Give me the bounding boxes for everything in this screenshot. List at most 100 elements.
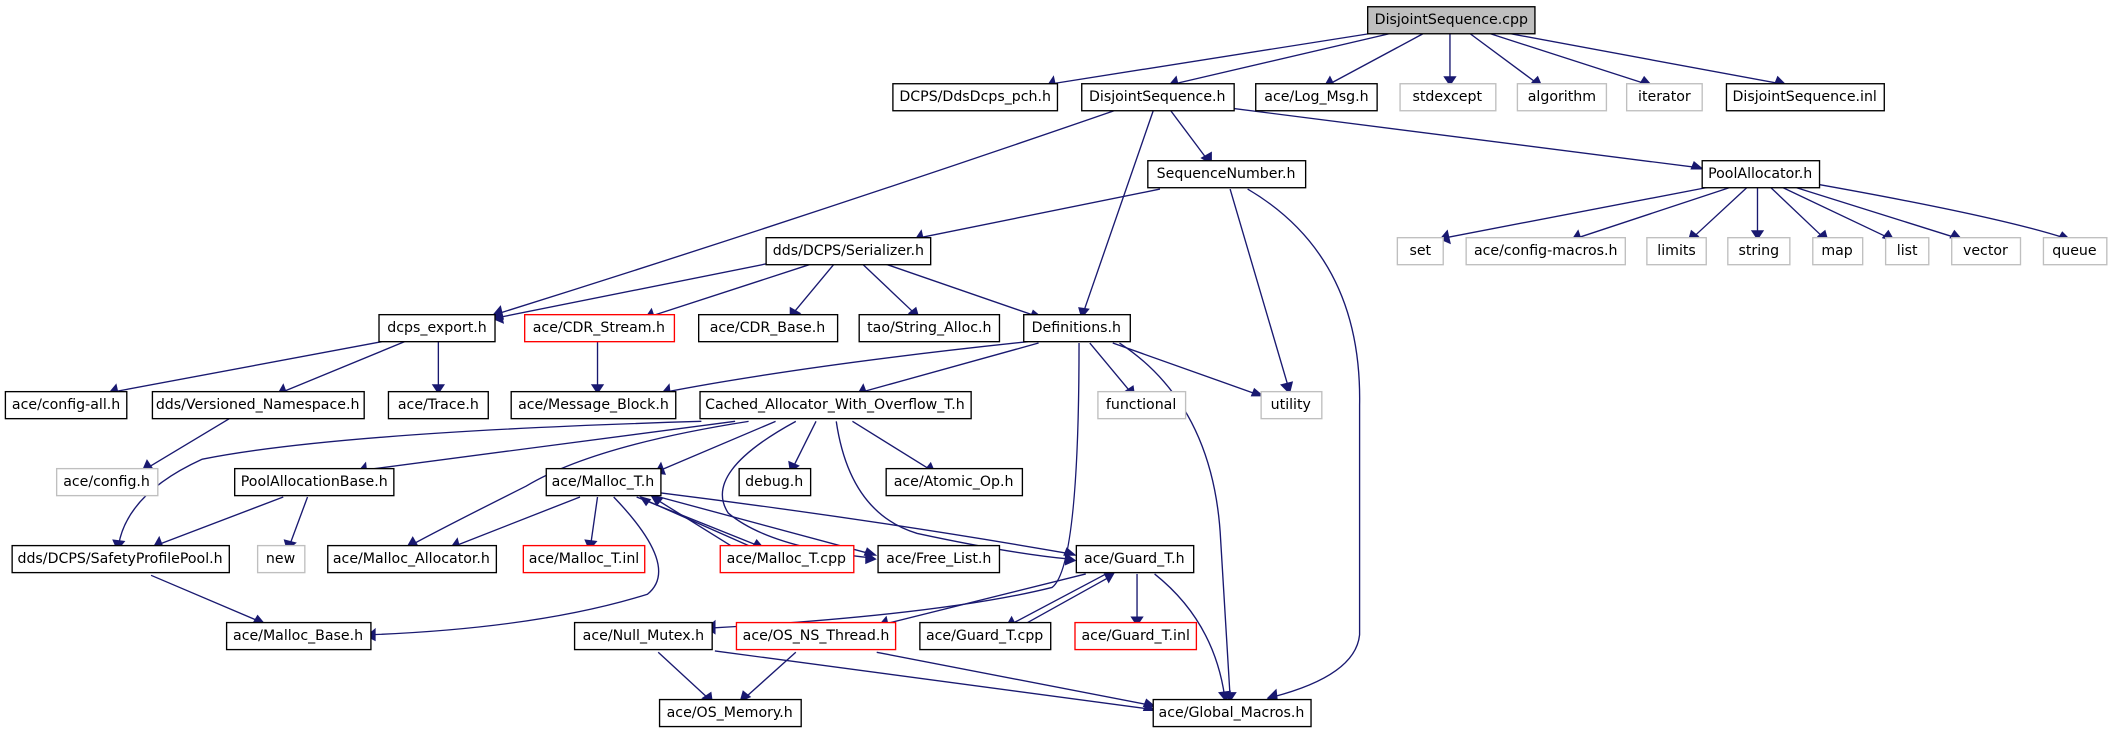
svg-text:limits: limits bbox=[1657, 243, 1695, 259]
svg-text:iterator: iterator bbox=[1638, 89, 1691, 105]
edge-poolalloc-cfgmacros bbox=[1571, 187, 1730, 245]
node-definitions-h[interactable]: Definitions.h bbox=[1023, 313, 1131, 343]
svg-text:ace/Atomic_Op.h: ace/Atomic_Op.h bbox=[894, 474, 1014, 490]
edge-malloctcpp-malloct-2 bbox=[650, 494, 736, 549]
node-queue[interactable]: queue bbox=[2042, 237, 2108, 266]
edge-definitions-utility bbox=[1112, 342, 1265, 397]
edge-poolalloc-queue bbox=[1814, 183, 2071, 240]
edge-cachedalloc-poolallocbase bbox=[357, 420, 736, 477]
svg-text:vector: vector bbox=[1963, 243, 2008, 259]
node-utility[interactable]: utility bbox=[1260, 390, 1323, 420]
node-malloc-t-cpp[interactable]: ace/Malloc_T.cpp bbox=[719, 544, 855, 574]
svg-text:ace/Malloc_T.h: ace/Malloc_T.h bbox=[552, 474, 655, 490]
node-sequencenumber-h[interactable]: SequenceNumber.h bbox=[1147, 160, 1307, 189]
node-os-ns-thread-h[interactable]: ace/OS_NS_Thread.h bbox=[735, 621, 897, 651]
node-config-macros[interactable]: ace/config-macros.h bbox=[1465, 237, 1626, 266]
node-cdr-stream-h[interactable]: ace/CDR_Stream.h bbox=[524, 313, 676, 343]
node-stdexcept[interactable]: stdexcept bbox=[1399, 83, 1497, 112]
svg-text:functional: functional bbox=[1106, 397, 1176, 413]
node-malloc-t-inl[interactable]: ace/Malloc_T.inl bbox=[522, 544, 646, 574]
node-string[interactable]: string bbox=[1727, 237, 1791, 266]
svg-text:ace/CDR_Stream.h: ace/CDR_Stream.h bbox=[533, 320, 665, 336]
node-dcps-export-h[interactable]: dcps_export.h bbox=[378, 313, 496, 343]
edge-poolallocbase-new bbox=[283, 496, 309, 551]
node-set[interactable]: set bbox=[1396, 237, 1444, 266]
edge-seqnum-serializer bbox=[914, 188, 1161, 245]
node-config-all-h[interactable]: ace/config-all.h bbox=[4, 390, 128, 420]
node-new[interactable]: new bbox=[256, 544, 306, 574]
edge-dsh-seqnum bbox=[1170, 110, 1212, 165]
edge-root-pch bbox=[1047, 33, 1370, 91]
node-versioned-namespace-h[interactable]: dds/Versioned_Namespace.h bbox=[151, 390, 365, 420]
node-message-block-h[interactable]: ace/Message_Block.h bbox=[510, 390, 677, 420]
node-guard-t-inl[interactable]: ace/Guard_T.inl bbox=[1074, 621, 1198, 651]
svg-text:string: string bbox=[1739, 243, 1780, 259]
svg-text:stdexcept: stdexcept bbox=[1413, 89, 1483, 105]
edge-serializer-cdrbase bbox=[789, 264, 835, 319]
edge-root-algorithm bbox=[1469, 33, 1543, 88]
svg-text:ace/CDR_Base.h: ace/CDR_Base.h bbox=[710, 320, 826, 336]
svg-text:ace/Guard_T.cpp: ace/Guard_T.cpp bbox=[926, 628, 1043, 644]
node-atomic-op-h[interactable]: ace/Atomic_Op.h bbox=[885, 467, 1024, 497]
edge-malloctcpp-malloct bbox=[639, 495, 749, 547]
node-log-msg[interactable]: ace/Log_Msg.h bbox=[1255, 83, 1378, 112]
node-free-list-h[interactable]: ace/Free_List.h bbox=[877, 544, 1001, 574]
svg-text:dcps_export.h: dcps_export.h bbox=[387, 320, 486, 336]
svg-text:map: map bbox=[1821, 243, 1852, 259]
edge-poolalloc-limits bbox=[1687, 187, 1748, 242]
node-guard-t-cpp[interactable]: ace/Guard_T.cpp bbox=[919, 621, 1052, 651]
node-guard-t-h[interactable]: ace/Guard_T.h bbox=[1075, 544, 1195, 574]
node-debug-h[interactable]: debug.h bbox=[738, 467, 812, 497]
svg-text:ace/Malloc_Base.h: ace/Malloc_Base.h bbox=[233, 628, 363, 644]
svg-text:DisjointSequence.inl: DisjointSequence.inl bbox=[1733, 89, 1877, 105]
edge-seqnum-utility bbox=[1229, 188, 1294, 395]
edge-dsh-dcpsexport bbox=[492, 110, 1115, 320]
node-iterator[interactable]: iterator bbox=[1625, 83, 1703, 112]
node-functional[interactable]: functional bbox=[1097, 390, 1187, 420]
node-ddsdcps-pch[interactable]: DCPS/DdsDcps_pch.h bbox=[892, 83, 1059, 112]
node-os-memory-h[interactable]: ace/OS_Memory.h bbox=[658, 698, 802, 728]
edge-osnsthread-globalmacros bbox=[876, 651, 1157, 707]
svg-text:ace/Global_Macros.h: ace/Global_Macros.h bbox=[1159, 705, 1305, 721]
edge-root-dsinl bbox=[1510, 33, 1788, 86]
node-safetyprofilepool-h[interactable]: dds/DCPS/SafetyProfilePool.h bbox=[11, 544, 230, 574]
node-malloc-allocator-h[interactable]: ace/Malloc_Allocator.h bbox=[327, 544, 498, 574]
edge-poolallocbase-safetypool bbox=[152, 496, 284, 550]
node-global-macros-h[interactable]: ace/Global_Macros.h bbox=[1152, 698, 1312, 728]
node-serializer-h[interactable]: dds/DCPS/Serializer.h bbox=[765, 237, 932, 266]
edge-root-logmsg bbox=[1323, 33, 1424, 89]
svg-text:ace/config-macros.h: ace/config-macros.h bbox=[1474, 243, 1618, 259]
node-cdr-base-h[interactable]: ace/CDR_Base.h bbox=[698, 313, 839, 343]
node-vector[interactable]: vector bbox=[1951, 237, 2022, 266]
svg-text:utility: utility bbox=[1271, 397, 1311, 413]
svg-text:ace/Log_Msg.h: ace/Log_Msg.h bbox=[1264, 89, 1368, 105]
node-null-mutex-h[interactable]: ace/Null_Mutex.h bbox=[573, 621, 713, 651]
node-algorithm[interactable]: algorithm bbox=[1516, 83, 1608, 112]
node-cached-allocator-h[interactable]: Cached_Allocator_With_Overflow_T.h bbox=[699, 390, 972, 420]
node-poolallocator-h[interactable]: PoolAllocator.h bbox=[1701, 160, 1821, 189]
node-limits[interactable]: limits bbox=[1646, 237, 1707, 266]
svg-text:set: set bbox=[1409, 243, 1431, 259]
edge-cachedalloc-guardt bbox=[835, 421, 1077, 566]
node-malloc-t-h[interactable]: ace/Malloc_T.h bbox=[545, 467, 662, 497]
node-list[interactable]: list bbox=[1884, 237, 1930, 266]
node-malloc-base-h[interactable]: ace/Malloc_Base.h bbox=[225, 621, 372, 651]
node-disjointsequence-inl[interactable]: DisjointSequence.inl bbox=[1725, 83, 1885, 112]
node-poolallocationbase-h[interactable]: PoolAllocationBase.h bbox=[234, 467, 395, 497]
node-disjointsequence-cpp[interactable]: DisjointSequence.cpp bbox=[1367, 6, 1536, 35]
svg-text:ace/Free_List.h: ace/Free_List.h bbox=[886, 551, 991, 567]
edge-guardt-guardtinl bbox=[1130, 573, 1144, 627]
edge-malloct-malloctinl bbox=[584, 496, 599, 551]
svg-text:algorithm: algorithm bbox=[1528, 89, 1596, 105]
node-config-h[interactable]: ace/config.h bbox=[55, 467, 159, 497]
node-disjointsequence-h[interactable]: DisjointSequence.h bbox=[1081, 83, 1235, 112]
edge-nullmutex-osmemory bbox=[657, 651, 714, 704]
node-trace-h[interactable]: ace/Trace.h bbox=[387, 390, 489, 420]
node-string-alloc-h[interactable]: tao/String_Alloc.h bbox=[858, 313, 1001, 343]
svg-text:ace/Malloc_T.cpp: ace/Malloc_T.cpp bbox=[727, 551, 846, 567]
edge-serializer-cdrstream bbox=[645, 264, 810, 323]
edge-definitions-msgblock bbox=[661, 341, 1028, 399]
node-map[interactable]: map bbox=[1812, 237, 1864, 266]
